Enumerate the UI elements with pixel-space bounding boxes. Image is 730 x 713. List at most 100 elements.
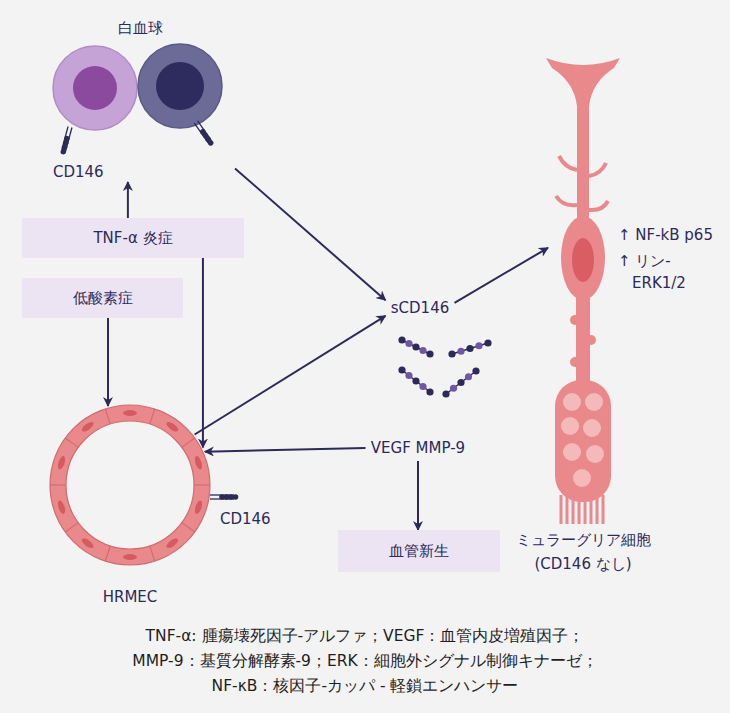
soluble-molecules (419, 347, 426, 354)
arrow-connector (107, 318, 109, 406)
muller-cell (596, 495, 599, 524)
molecule-label: sCD146 (386, 295, 455, 321)
soluble-molecules (402, 370, 430, 392)
soluble-molecules (398, 336, 491, 397)
muller-cell (561, 216, 605, 300)
arrow-connector (235, 168, 386, 300)
soluble-molecules (446, 371, 476, 394)
node-label: TNF-α 炎症 (93, 228, 172, 248)
footnote-line: NF-κB：核因子-カッパ - 軽鎖エンハンサー (0, 674, 730, 699)
soluble-molecules (457, 379, 464, 386)
muller-cell (586, 445, 604, 463)
vessel-ring (58, 413, 202, 557)
vessel-ring (50, 484, 66, 485)
vessel-node: CD146HRMEC (48, 403, 212, 567)
vessel-ring (150, 546, 155, 561)
vessel-ring (165, 537, 180, 550)
muller-cell (560, 495, 563, 524)
cell-node: ↑ NF-kB p65↑ リン- ERK1/2ミュラーグリア細胞 (CD146 … (548, 52, 715, 577)
vessel-ring (80, 537, 95, 550)
leukocyte-cells (138, 44, 222, 128)
soluble-molecules (442, 390, 449, 397)
muller-cell (585, 393, 603, 411)
vessel-ring (65, 438, 78, 447)
leukocyte-cells (53, 44, 222, 130)
vessel-ring (65, 523, 78, 532)
vessel-ring (194, 484, 210, 485)
vessel-ring (165, 420, 180, 433)
vessel-ring (182, 438, 195, 447)
soluble-molecules (450, 385, 457, 392)
soluble-molecules (398, 336, 405, 343)
muller-cell (561, 495, 603, 524)
soluble-molecules (412, 377, 419, 384)
vessel-ring (50, 405, 210, 565)
muller-cell (602, 495, 605, 524)
node-label: ↑ NF-kB p65 (618, 225, 713, 245)
leukocyte-cells (156, 62, 204, 110)
muller-cell (563, 443, 581, 461)
arrow-connector (202, 258, 204, 448)
vessel-ring (57, 455, 67, 470)
soluble-molecules (412, 343, 419, 350)
factor-label: VEGF MMP-9 (366, 435, 471, 461)
leukocyte-cells (73, 66, 117, 110)
soluble-molecules (402, 340, 430, 354)
soluble-molecules (405, 372, 412, 379)
arrow-connector (417, 461, 419, 530)
cell-group: 白血球CD146 (45, 12, 235, 182)
soluble-molecules (405, 340, 412, 347)
node-label: CD146 (220, 509, 271, 529)
arrow-connector (455, 248, 549, 303)
muller-cell (566, 495, 569, 524)
outcome-band: 血管新生 (338, 530, 500, 572)
node-label: HRMEC (48, 587, 212, 607)
soluble-molecules (419, 383, 426, 390)
soluble-molecules (475, 342, 482, 349)
muller-cell (578, 495, 581, 524)
vessel-ring (150, 409, 155, 424)
muller-cell (573, 469, 591, 487)
footnote: TNF-α: 腫瘍壊死因子-アルファ；VEGF：血管内皮増殖因子；MMP-9：基… (0, 624, 730, 699)
vessel-ring (80, 420, 95, 433)
soluble-molecules (452, 343, 488, 354)
condition-band: TNF-α 炎症 (22, 218, 244, 258)
vessel-ring (50, 405, 210, 565)
muller-cell (546, 58, 620, 524)
leukocyte-cells (53, 46, 137, 130)
muller-cell (563, 393, 581, 411)
muller-cell (577, 100, 589, 225)
vessel-ring (193, 455, 203, 470)
muller-cell (572, 238, 594, 282)
soluble-molecules (398, 366, 405, 373)
vessel-ring (182, 523, 195, 532)
node-label: ↑ リン- ERK1/2 (618, 250, 694, 294)
vessel-ring (123, 554, 137, 560)
receptor-symbol (207, 139, 215, 147)
muller-cell (546, 58, 620, 106)
vessel-ring (105, 546, 110, 561)
footnote-line: MMP-9：基質分解酵素-9；ERK：細胞外シグナル制御キナーゼ； (0, 649, 730, 674)
vessel-ring (66, 421, 194, 549)
muller-cell (570, 357, 580, 367)
muller-cell (586, 335, 596, 345)
muller-cell (584, 495, 587, 524)
soluble-molecules (484, 339, 491, 346)
node-label: 血管新生 (389, 541, 449, 561)
arrow-connector (127, 182, 129, 218)
muller-cell (570, 315, 580, 325)
arrow-connector (205, 448, 366, 452)
muller-cell (590, 495, 593, 524)
node-label: VEGF MMP-9 (371, 438, 465, 458)
receptor-symbol (210, 494, 238, 500)
footnote-line: TNF-α: 腫瘍壊死因子-アルファ；VEGF：血管内皮増殖因子； (0, 624, 730, 649)
receptor-symbol (60, 126, 73, 155)
muller-cell (556, 156, 608, 210)
arrow-connector (195, 316, 386, 435)
vessel-ring (123, 410, 137, 416)
condition-band: 低酸素症 (22, 278, 183, 318)
vessel-ring (193, 500, 203, 515)
soluble-molecules (472, 367, 479, 374)
